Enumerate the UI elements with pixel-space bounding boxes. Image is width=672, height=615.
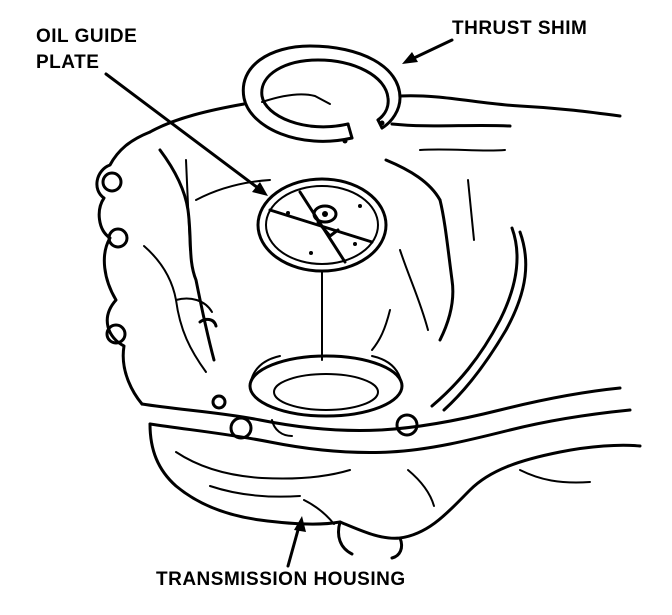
thrust-shim-part (241, 44, 402, 144)
oil-guide-plate-label-line1: OIL GUIDE (36, 26, 138, 47)
thrust-shim-label: THRUST SHIM (452, 18, 588, 39)
oil-guide-plate-leader (104, 72, 268, 196)
transmission-housing-label: TRANSMISSION HOUSING (156, 569, 406, 590)
housing-body (95, 93, 642, 560)
thrust-shim-leader (402, 38, 454, 64)
oil-guide-plate-part (256, 177, 388, 361)
oil-guide-plate-label-line2: PLATE (36, 52, 100, 73)
transmission-housing-leader (286, 516, 306, 568)
